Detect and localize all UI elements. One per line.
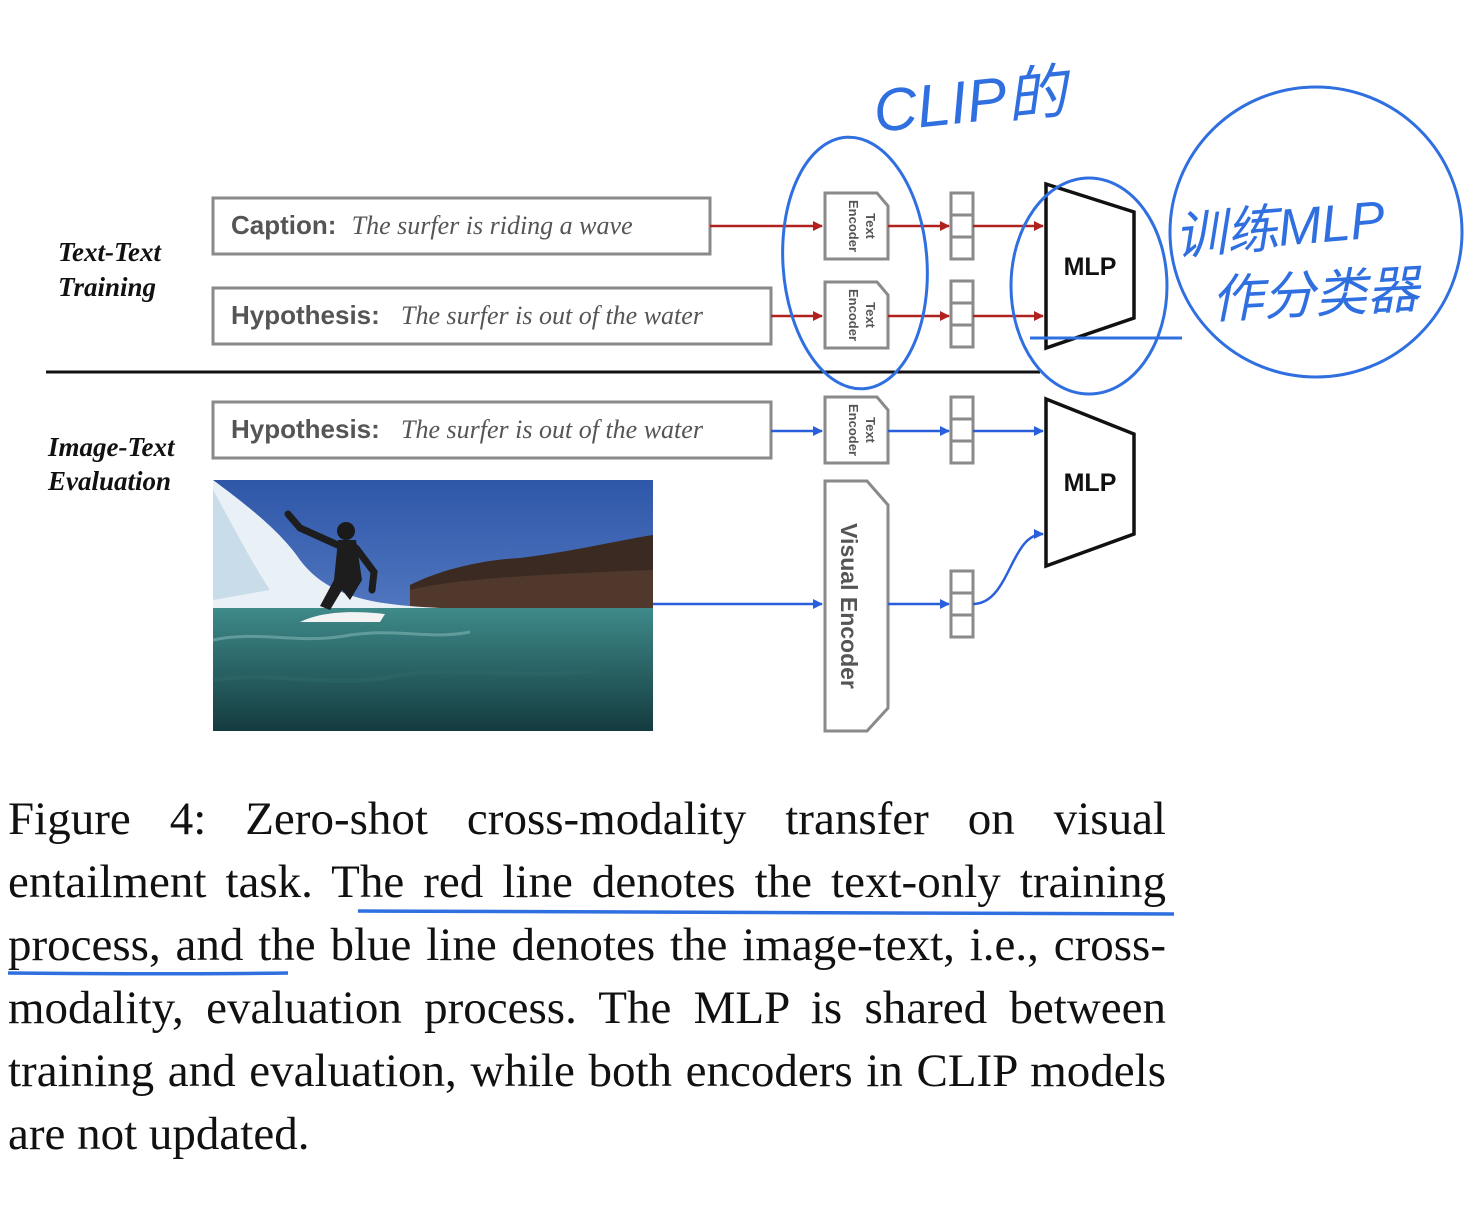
- mlp-label: MLP: [1064, 469, 1117, 497]
- mlp-label: MLP: [1064, 253, 1117, 281]
- figure-caption: Figure 4: Zero-shot cross-modality trans…: [8, 788, 1166, 1166]
- embedding-vector: [949, 279, 975, 349]
- evaluation-arrows: [653, 426, 1044, 609]
- row-label-image-text: Image-Text: [47, 432, 176, 462]
- surfer-photo: [212, 480, 653, 731]
- mlp-evaluation: MLP: [1044, 396, 1136, 569]
- clip-encoder-circle: [781, 135, 929, 391]
- text-encoder-label: Text: [863, 302, 878, 328]
- visual-encoder: Visual Encoder: [823, 479, 890, 733]
- svg-text:Hypothesis: The surfer i: Hypothesis: The surfer is out of the wat…: [231, 300, 704, 330]
- hypothesis-label: Hypothesis:: [231, 414, 380, 444]
- text-encoder-label: Encoder: [846, 404, 861, 456]
- caption-label: Caption:: [231, 210, 336, 240]
- svg-text:Hypothesis: The surfer i: Hypothesis: The surfer is out of the wat…: [231, 414, 704, 444]
- hypothesis-text: The surfer is out of the water: [401, 301, 704, 330]
- embedding-vector: [949, 191, 975, 261]
- hypothesis-input-box-training: Hypothesis: The surfer is out of the wat…: [211, 286, 773, 346]
- caption-text: The surfer is riding a wave: [352, 211, 633, 240]
- embedding-vector: [949, 569, 975, 639]
- caption-input-box: Caption: The surfer is riding a wave: [211, 196, 712, 256]
- svg-text:Caption: The surfer is r: Caption: The surfer is riding a wave: [231, 210, 633, 240]
- handwritten-mlp-note-line2: 作分类器: [1210, 261, 1425, 330]
- mlp-training: MLP: [1044, 181, 1136, 351]
- text-encoder-evaluation: Text Encoder: [823, 395, 890, 465]
- caption-part1: Figure 4: Zero-shot cross-modality trans…: [8, 793, 1166, 908]
- text-encoder-label: Encoder: [846, 200, 861, 252]
- visual-encoder-label: Visual Encoder: [836, 523, 862, 689]
- handwritten-clip-note: CLIP的: [870, 57, 1075, 144]
- hypothesis-text: The surfer is out of the water: [401, 415, 704, 444]
- training-arrows: [710, 221, 1044, 321]
- row-label-evaluation: Evaluation: [47, 466, 171, 496]
- text-encoder-caption: Text Encoder: [823, 191, 890, 261]
- figure-diagram: Text-Text Training Image-Text Evaluation…: [46, 57, 1464, 733]
- handwritten-annotation: [781, 85, 1464, 396]
- row-label-text-text: Text-Text: [58, 237, 162, 267]
- text-encoder-hypothesis: Text Encoder: [823, 280, 890, 350]
- caption-underlined: The red line denotes the text-only train…: [8, 856, 1167, 971]
- row-label-training: Training: [58, 272, 156, 302]
- hypothesis-label: Hypothesis:: [231, 300, 380, 330]
- text-encoder-label: Text: [863, 213, 878, 239]
- text-encoder-label: Encoder: [846, 289, 861, 341]
- text-encoder-label: Text: [863, 417, 878, 443]
- note-circle: [1168, 85, 1464, 379]
- caption-part2: and the blue line denotes the image-text…: [8, 919, 1166, 1160]
- embedding-vector: [949, 395, 975, 465]
- hypothesis-input-box-evaluation: Hypothesis: The surfer is out of the wat…: [211, 400, 773, 460]
- mlp-circle: [1009, 176, 1169, 396]
- handwritten-mlp-note-line1: 训练MLP: [1172, 191, 1387, 267]
